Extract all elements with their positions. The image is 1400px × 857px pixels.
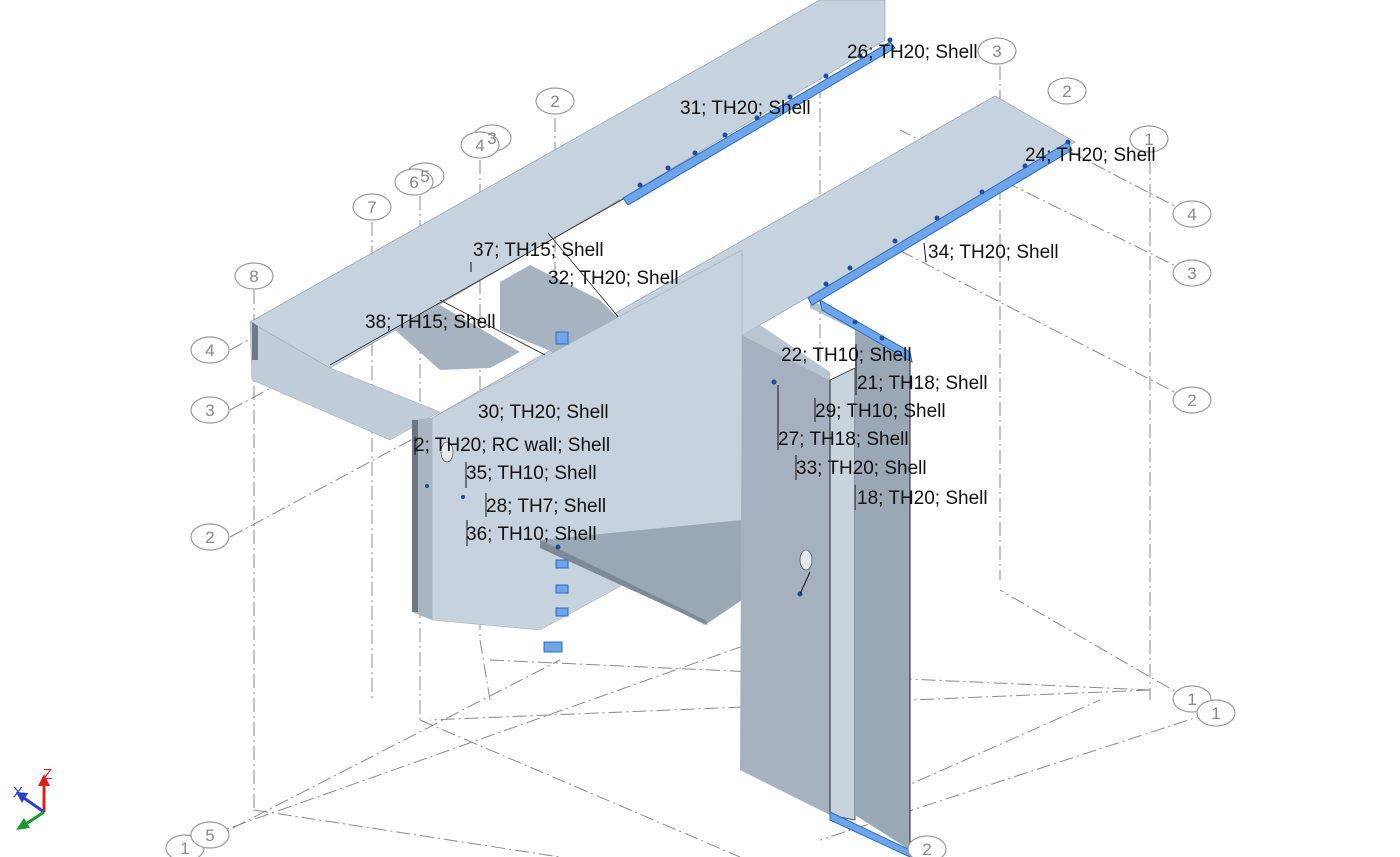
grid-bubble: 5 — [420, 167, 429, 186]
grid-bubble: 3 — [1187, 264, 1196, 283]
panel-label[interactable]: 35; TH10; Shell — [466, 463, 597, 484]
panel-label[interactable]: 34; TH20; Shell — [928, 242, 1059, 263]
grid-bubble: 7 — [367, 198, 376, 217]
central-walls[interactable] — [412, 249, 911, 850]
x-axis-icon — [23, 796, 45, 814]
panel-label[interactable]: 36; TH10; Shell — [466, 524, 597, 545]
grid-bubble: 8 — [249, 267, 258, 286]
panel-label[interactable]: 22; TH10; Shell — [781, 345, 912, 366]
panel-label[interactable]: 33; TH20; Shell — [796, 458, 927, 479]
grid-bubble: 4 — [1187, 205, 1196, 224]
axis-triad: Z X — [13, 766, 52, 830]
grid-bubble-labels: 2 3 4 5 6 7 8 4 3 2 3 2 1 4 3 2 1 1 1 5 … — [180, 42, 1220, 857]
grid-bubble: 1 — [1187, 690, 1196, 709]
panel-label[interactable]: 27; TH18; Shell — [778, 429, 909, 450]
grid-bubble: 5 — [205, 826, 214, 845]
label-leaders — [414, 242, 927, 595]
grid-bubble: 6 — [409, 173, 418, 192]
panel-label[interactable]: 28; TH7; Shell — [486, 496, 606, 517]
panel-label[interactable]: 37; TH15; Shell — [473, 240, 604, 261]
panel-label[interactable]: 18; TH20; Shell — [857, 488, 988, 509]
grid-bubble: 1 — [180, 839, 189, 857]
grid-bubble: 1 — [1144, 130, 1153, 149]
grid-bubble: 2 — [205, 528, 214, 547]
grid-bubble: 3 — [205, 401, 214, 420]
x-axis-label: X — [13, 784, 23, 801]
y-axis-icon — [25, 810, 45, 826]
grid-bubble: 2 — [1187, 391, 1196, 410]
panel-label[interactable]: 30; TH20; Shell — [478, 402, 609, 423]
support-pins — [425, 37, 1071, 597]
grid-bubble: 1 — [1211, 704, 1220, 723]
panel-label[interactable]: 24; TH20; Shell — [1025, 145, 1156, 166]
grid-bubble: 4 — [205, 341, 214, 360]
upper-slab[interactable] — [249, 0, 886, 441]
grid-bubble: 2 — [550, 92, 559, 111]
grid-bubble: 2 — [1062, 82, 1071, 101]
z-axis-label: Z — [43, 766, 52, 783]
panel-label[interactable]: 2; TH20; RC wall; Shell — [414, 435, 610, 456]
panel-labels: 26; TH20; Shell 31; TH20; Shell 24; TH20… — [365, 42, 1156, 545]
grid-bubble: 3 — [992, 42, 1001, 61]
grid-bubbles — [165, 37, 1236, 857]
panel-label[interactable]: 21; TH18; Shell — [857, 373, 988, 394]
panel-label[interactable]: 38; TH15; Shell — [365, 312, 496, 333]
panel-label[interactable]: 26; TH20; Shell — [847, 42, 978, 63]
grid-bubble: 3 — [487, 129, 496, 148]
panel-label[interactable]: 29; TH10; Shell — [815, 401, 946, 422]
grid-bubble: 4 — [475, 136, 484, 155]
supports[interactable] — [543, 41, 1073, 857]
grid-bubble: 2 — [922, 840, 931, 857]
panel-label[interactable]: 32; TH20; Shell — [548, 268, 679, 289]
panel-label[interactable]: 31; TH20; Shell — [680, 98, 811, 119]
